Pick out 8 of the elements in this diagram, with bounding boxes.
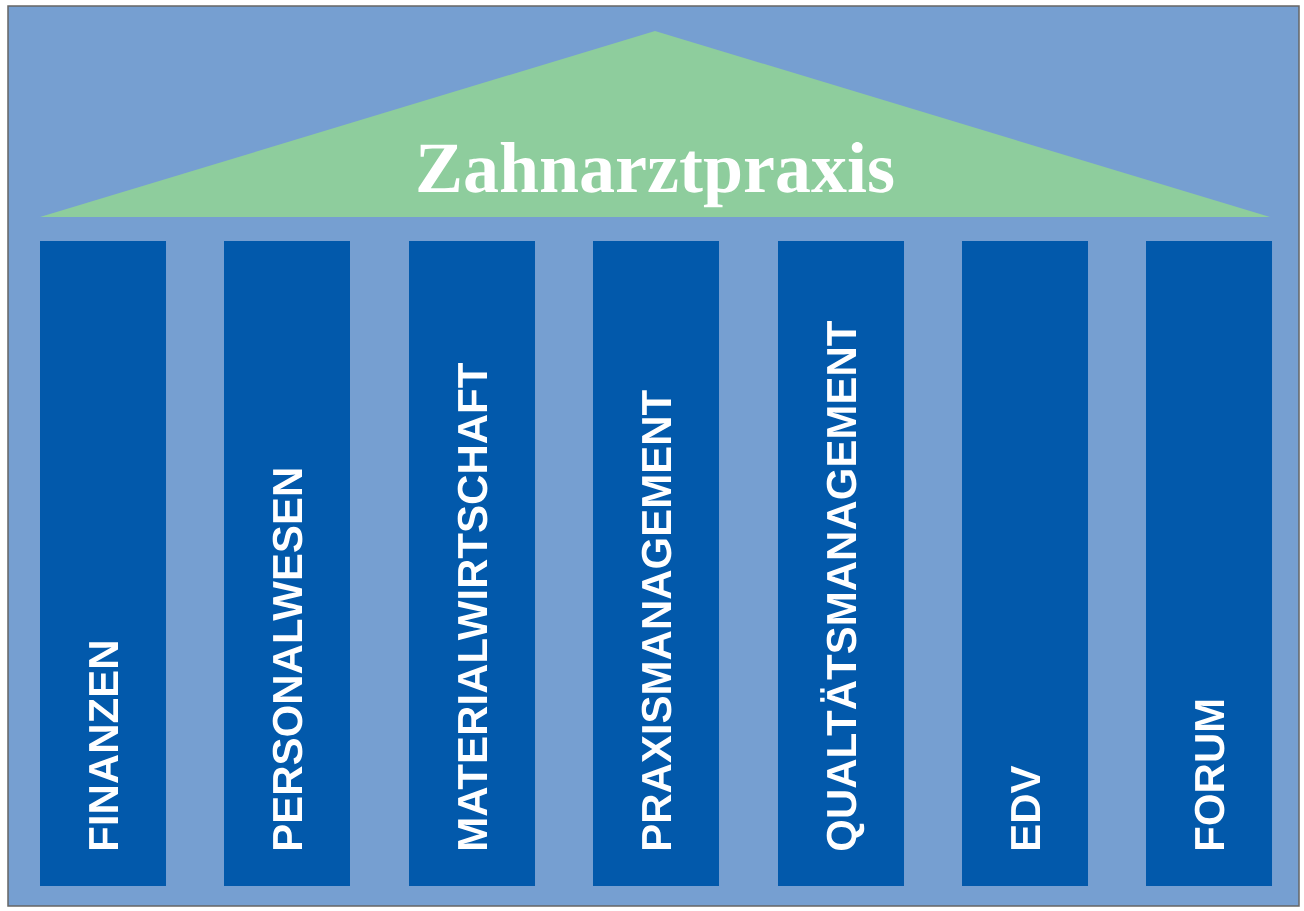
pillar: QUALTÄTSMANAGEMENT (778, 241, 904, 886)
pillar: PRAXISMANAGEMENT (593, 241, 719, 886)
pillar: MATERIALWIRTSCHAFT (409, 241, 535, 886)
roof-triangle: Zahnarztpraxis (40, 31, 1270, 217)
pillar: EDV (962, 241, 1088, 886)
pillar: FINANZEN (40, 241, 166, 886)
pillar: FORUM (1146, 241, 1272, 886)
pillar: PERSONALWESEN (224, 241, 350, 886)
